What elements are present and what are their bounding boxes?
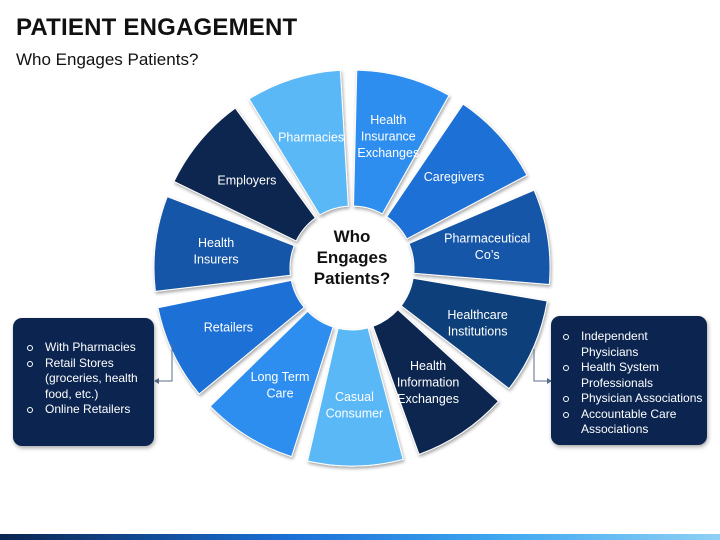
wheel-segment-employers <box>173 107 316 242</box>
page-title: PATIENT ENGAGEMENT <box>16 14 298 41</box>
callout-item: With Pharmacies <box>23 340 148 356</box>
wheel-segment-health-insurers <box>153 196 295 292</box>
right-connector-arrow <box>547 378 552 384</box>
callout-item: Retail Stores (groceries, health food, e… <box>23 356 148 403</box>
wheel-segment-pharmacies <box>248 69 349 216</box>
callout-item: Independent Physicians <box>559 329 703 360</box>
wheel-segment-long-term-care <box>209 310 334 458</box>
wheel-segment-health-insurance-exchanges <box>353 69 450 215</box>
bottom-accent-bar <box>0 534 720 540</box>
wheel-segment-pharmaceutical-co-s <box>408 189 551 285</box>
callout-item: Accountable Care Associations <box>559 407 703 438</box>
left-connector <box>157 344 173 382</box>
right-connector <box>533 349 549 382</box>
wheel-segment-retailers <box>157 279 305 395</box>
callout-item: Online Retailers <box>23 402 148 418</box>
callout-item: Health System Professionals <box>559 360 703 391</box>
wheel-segment-caregivers <box>386 103 528 240</box>
segment-label-employers: Employers <box>217 174 276 188</box>
retailers-callout: With Pharmacies Retail Stores (groceries… <box>13 318 154 446</box>
wheel-segment-casual-consumer <box>307 327 404 467</box>
segment-label-retailers: Retailers <box>204 321 253 335</box>
segment-label-caregivers: Caregivers <box>424 170 484 184</box>
wheel-segment-health-information-exchanges <box>372 309 499 455</box>
wheel-segment-healthcare-institutions <box>400 277 548 390</box>
callout-item: Physician Associations <box>559 391 703 407</box>
left-connector-arrow <box>154 378 159 384</box>
segment-label-pharmacies: Pharmacies <box>278 131 344 145</box>
page-subtitle: Who Engages Patients? <box>16 50 199 69</box>
healthcare-institutions-callout: Independent Physicians Health System Pro… <box>551 316 707 445</box>
